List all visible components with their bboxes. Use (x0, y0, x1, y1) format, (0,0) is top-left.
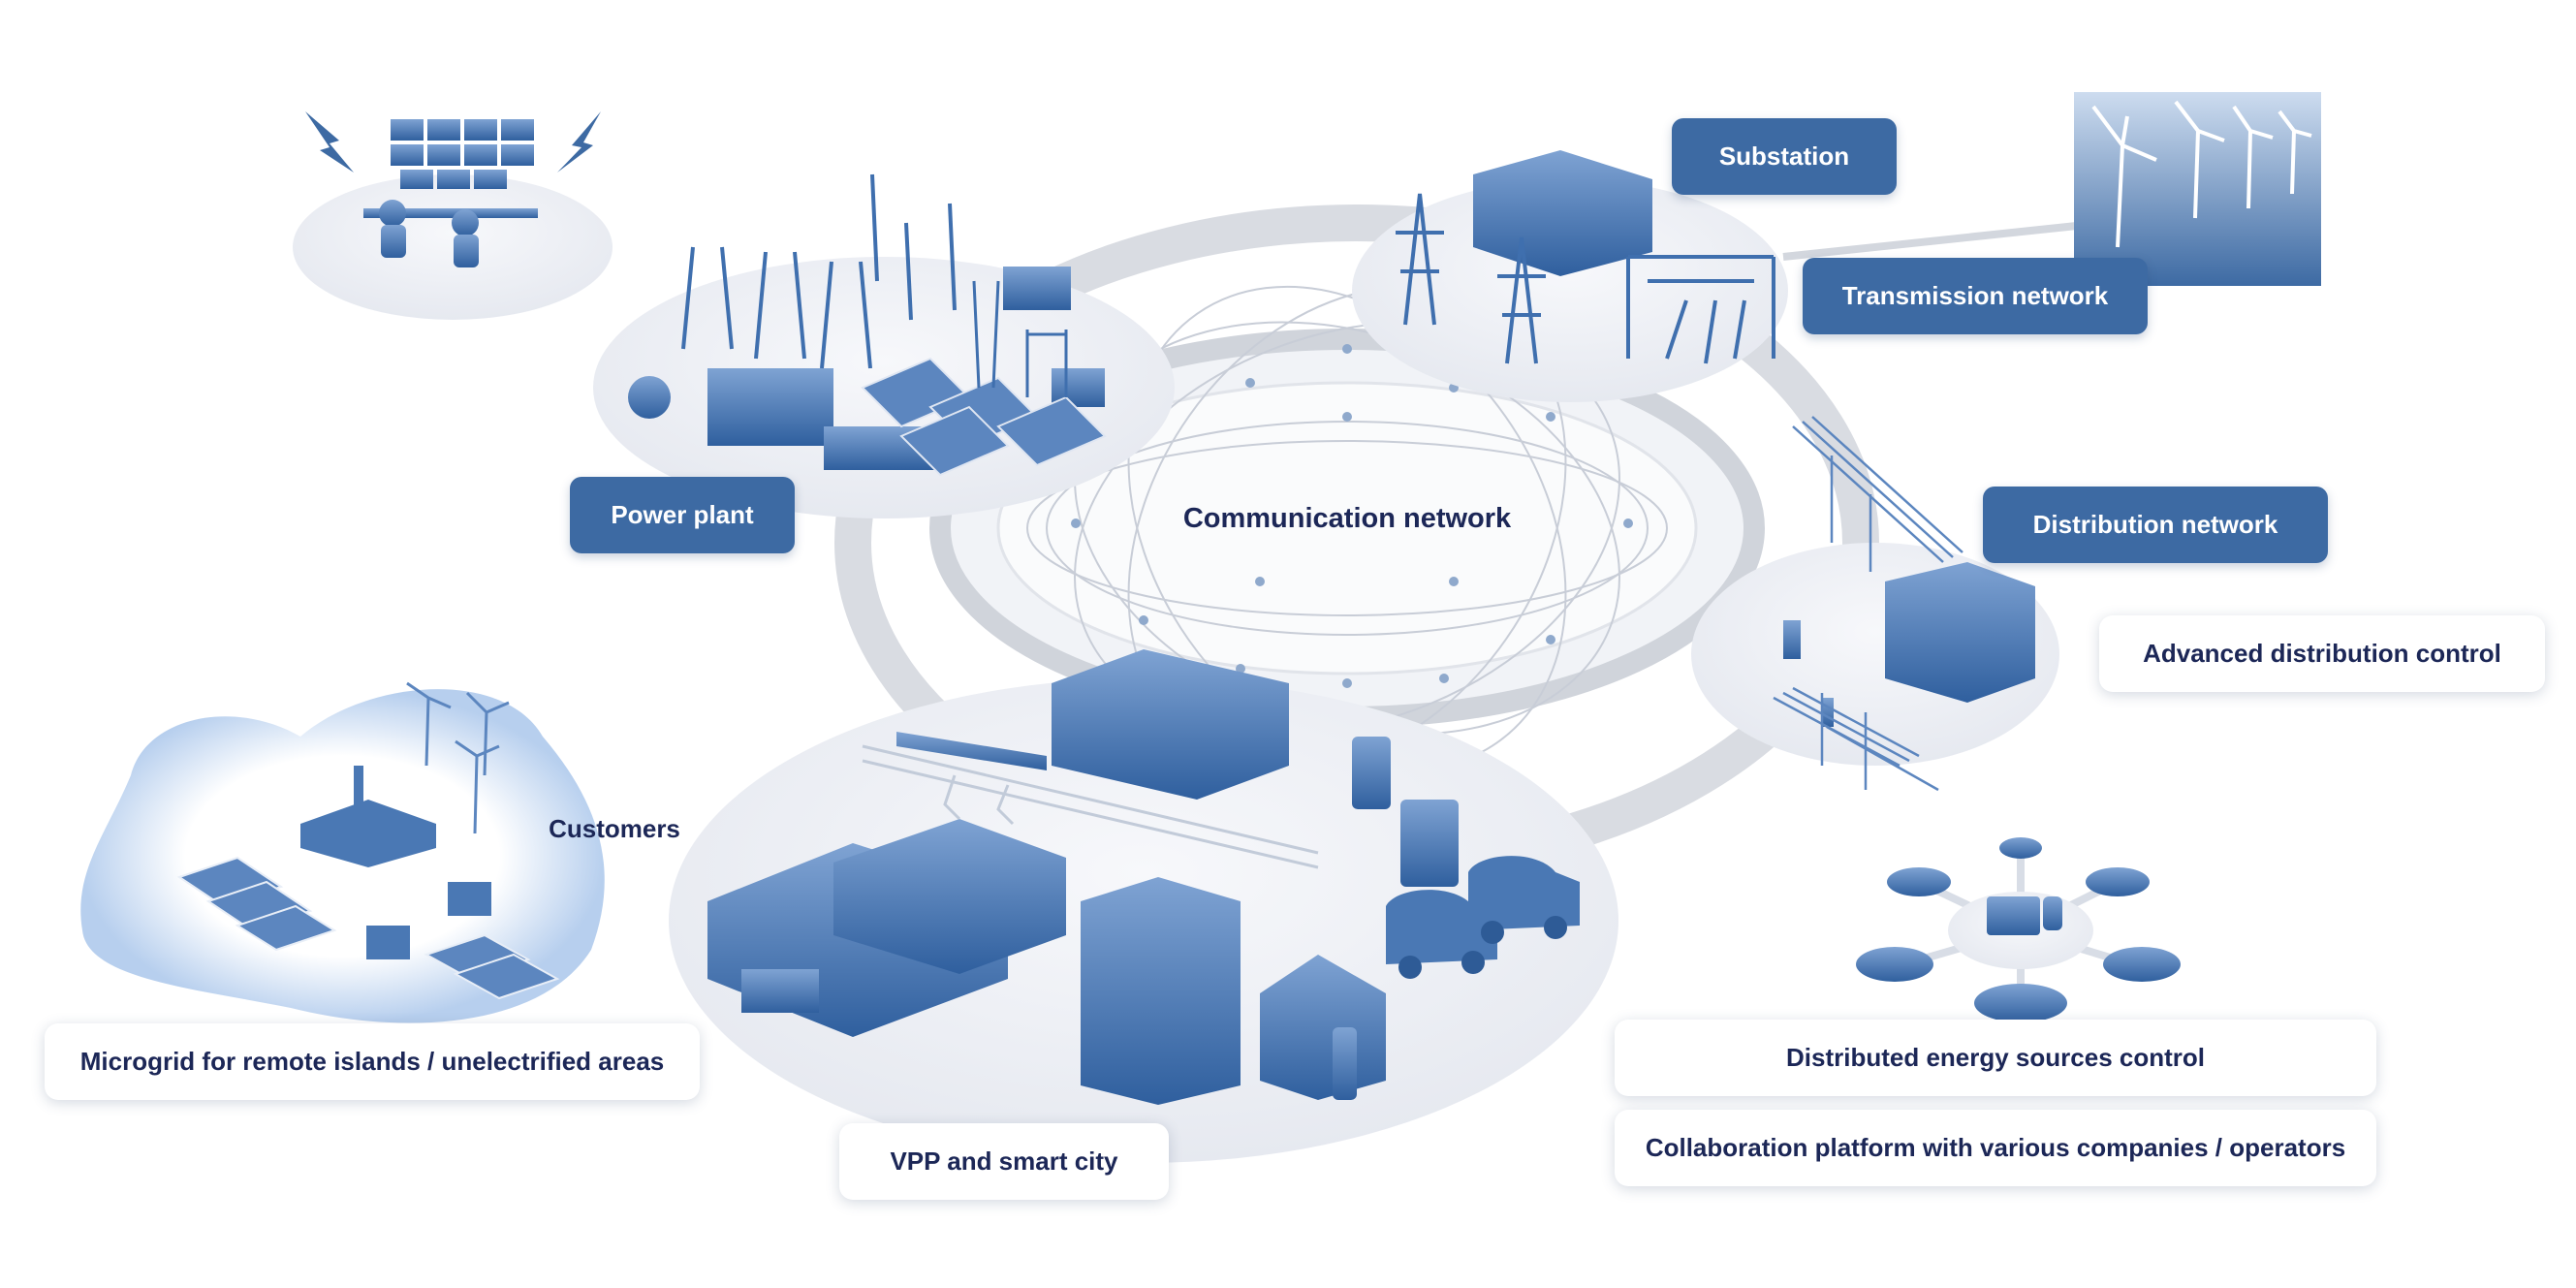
label-distribution-network: Distribution network (1983, 487, 2328, 563)
smart-city-icon (669, 649, 1618, 1163)
label-substation: Substation (1672, 118, 1897, 195)
label-communication-network: Communication network (1182, 502, 1512, 534)
label-collaboration-platform: Collaboration platform with various comp… (1615, 1110, 2376, 1186)
label-der-control: Distributed energy sources control (1615, 1020, 2376, 1096)
mesh-nodes (1071, 344, 1633, 688)
label-vpp-smart-city: VPP and smart city (839, 1123, 1169, 1200)
label-transmission-network: Transmission network (1803, 258, 2148, 334)
label-microgrid: Microgrid for remote islands / unelectri… (45, 1023, 700, 1100)
microgrid-icon (80, 681, 605, 1023)
label-advanced-distribution-control: Advanced distribution control (2099, 615, 2545, 692)
label-power-plant: Power plant (570, 477, 795, 553)
label-customers: Customers (549, 813, 680, 843)
distribution-building-icon (1691, 416, 2059, 792)
control-room-icon (293, 111, 613, 320)
substation-icon (1352, 150, 1788, 402)
power-plant-icon (593, 173, 1175, 518)
transmission-line (1782, 217, 2123, 261)
der-hub-icon (1856, 837, 2181, 1022)
wind-farm-icon (2074, 92, 2321, 286)
